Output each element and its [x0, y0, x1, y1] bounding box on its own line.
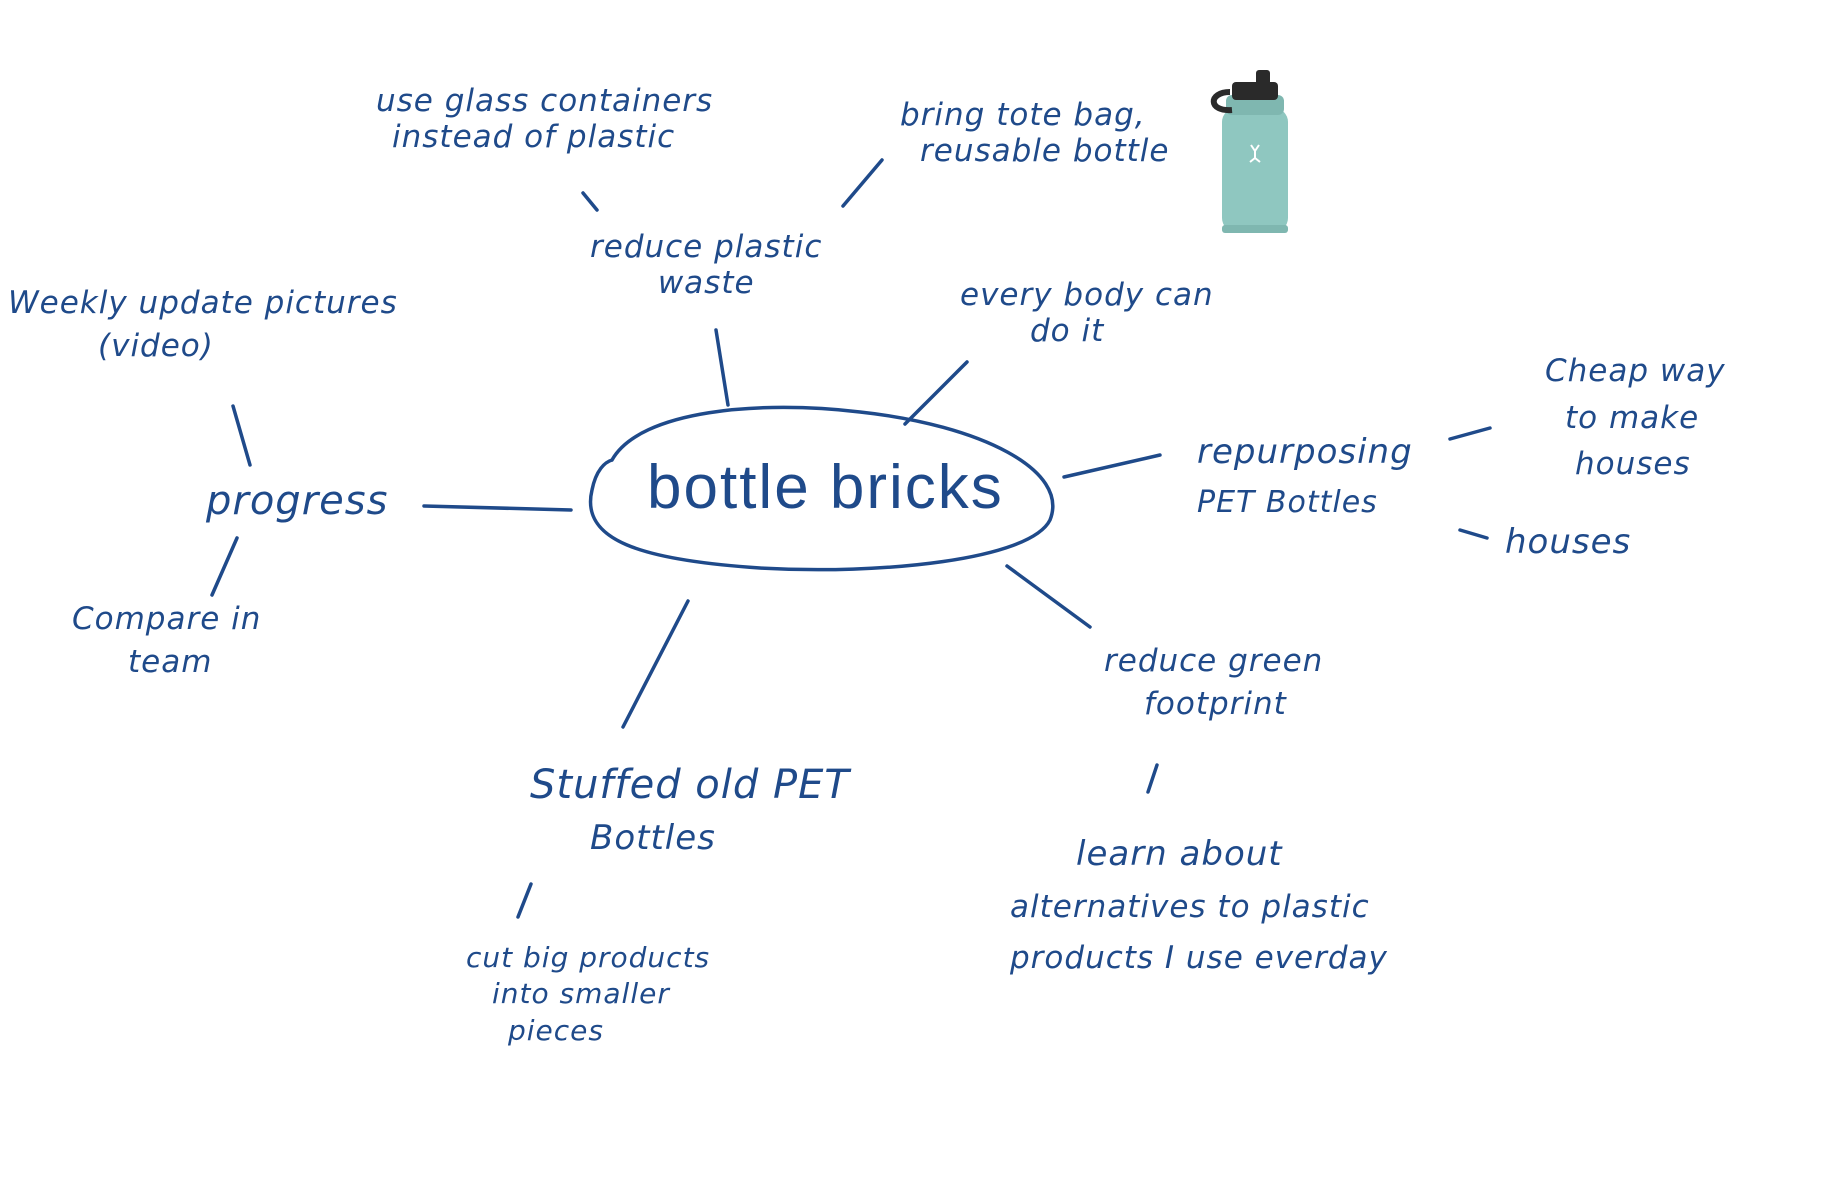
node-stuffed-bottles-line1: Stuffed old PET	[530, 762, 850, 808]
node-learn-about: learn about alternatives to plastic prod…	[1010, 826, 1388, 984]
node-stuffed-bottles-line2: Bottles	[590, 818, 716, 858]
node-stuffed-bottles: Stuffed old PET Bottles	[530, 756, 850, 863]
node-cheap-way-line1: Cheap way	[1545, 353, 1726, 389]
connector-cut	[516, 882, 533, 919]
node-reduce-plastic-waste: reduce plastic waste	[590, 229, 823, 301]
node-reduce-plastic-waste-line2: waste	[657, 264, 755, 301]
reusable-water-bottle-icon	[1210, 70, 1288, 233]
node-repurposing-line2: PET Bottles	[1197, 485, 1378, 521]
node-repurposing-line1: repurposing	[1197, 432, 1413, 472]
connector-compare	[210, 536, 239, 597]
connector-learn	[1146, 763, 1159, 794]
node-compare-in-team-line2: team	[128, 644, 213, 681]
node-reduce-plastic-waste-line1: reduce plastic	[590, 229, 823, 265]
node-cut-big-products: cut big products into smaller pieces	[466, 940, 710, 1049]
node-progress-line1: progress	[206, 478, 389, 524]
node-cut-big-products-line3: pieces	[508, 1013, 604, 1047]
node-compare-in-team: Compare in team	[72, 598, 261, 685]
node-everybody-line2: do it	[1030, 312, 1105, 349]
node-tote-bag-line2: reusable bottle	[920, 132, 1170, 169]
connector-houses	[1458, 528, 1489, 540]
node-cheap-way: Cheap way to make houses	[1545, 348, 1726, 488]
node-repurposing: repurposing PET Bottles	[1197, 425, 1413, 527]
node-progress: progress	[206, 478, 388, 524]
node-weekly-update-line2: (video)	[98, 328, 214, 365]
node-learn-about-line3: products I use everday	[1010, 940, 1388, 977]
node-cut-big-products-line1: cut big products	[466, 941, 711, 974]
connector-everybody	[903, 360, 969, 426]
connector-glass	[581, 191, 599, 212]
connector-progress	[422, 504, 573, 512]
node-compare-in-team-line1: Compare in	[72, 601, 262, 637]
node-weekly-update: Weekly update pictures (video)	[8, 282, 398, 369]
node-houses-line1: houses	[1505, 522, 1632, 562]
node-cut-big-products-line2: into smaller	[492, 977, 670, 1011]
center-topic-label: bottle bricks	[647, 453, 1004, 522]
center-topic: bottle bricks	[647, 452, 1004, 523]
node-everybody-line1: every body can	[960, 277, 1214, 313]
node-glass-containers: use glass containers instead of plastic	[376, 83, 714, 155]
node-tote-bag-line1: bring tote bag,	[900, 97, 1146, 133]
connector-cheap-way	[1448, 426, 1492, 441]
center-ellipse	[588, 405, 1055, 572]
connector-tote	[841, 158, 884, 208]
connector-stuffed	[621, 599, 690, 729]
node-weekly-update-line1: Weekly update pictures	[8, 285, 398, 321]
node-learn-about-line1: learn about	[1076, 834, 1283, 874]
node-cheap-way-line3: houses	[1575, 446, 1691, 482]
node-tote-bag: bring tote bag, reusable bottle	[900, 97, 1170, 169]
node-reduce-footprint: reduce green footprint	[1104, 640, 1323, 727]
node-everybody: every body can do it	[960, 277, 1214, 349]
connector-repurposing	[1062, 453, 1162, 479]
node-glass-containers-line1: use glass containers	[376, 83, 714, 119]
node-glass-containers-line2: instead of plastic	[392, 118, 676, 155]
connector-reduce-plastic	[714, 328, 730, 407]
node-learn-about-line2: alternatives to plastic	[1010, 889, 1370, 926]
node-houses: houses	[1505, 522, 1632, 562]
node-cheap-way-line2: to make	[1565, 399, 1700, 436]
connector-weekly	[231, 404, 252, 467]
node-reduce-footprint-line1: reduce green	[1104, 643, 1324, 679]
connector-footprint	[1005, 564, 1092, 629]
node-reduce-footprint-line2: footprint	[1144, 686, 1287, 723]
